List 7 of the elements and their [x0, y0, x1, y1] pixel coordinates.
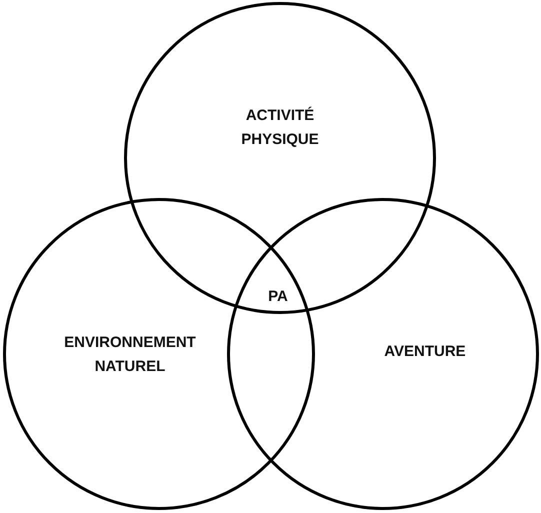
circle-label: AVENTURE: [383, 342, 467, 362]
circle-label: ACTIVITÉ PHYSIQUE: [240, 106, 320, 150]
venn-circle: [124, 2, 436, 314]
circle-label: ENVIRONNEMENT NATUREL: [63, 333, 197, 377]
overlap-label: PA: [267, 287, 289, 307]
venn-circle: [3, 198, 315, 510]
venn-circle: [227, 198, 539, 510]
